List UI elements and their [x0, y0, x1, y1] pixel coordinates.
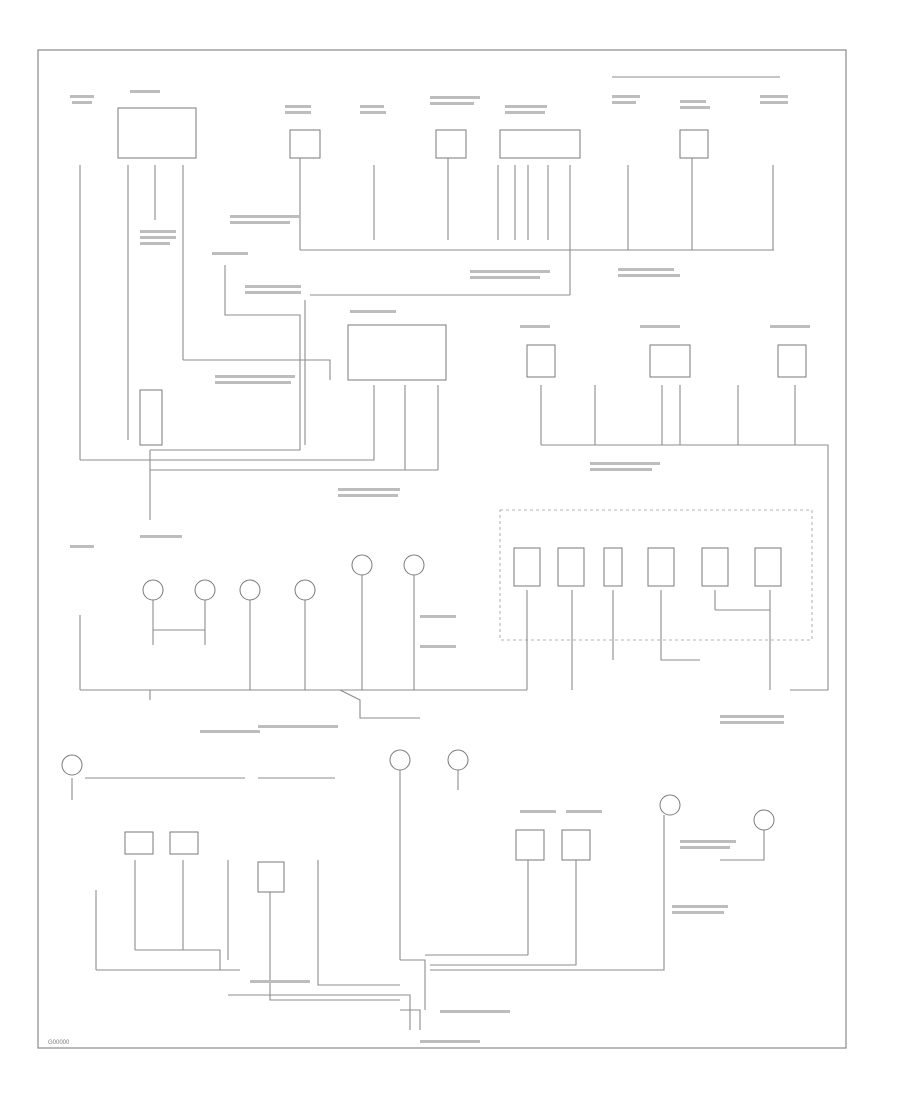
component-module-center: [347, 324, 447, 381]
second-block: [80, 265, 447, 520]
component-box-r3: [777, 344, 807, 378]
lamp-5: [351, 554, 373, 576]
top-component-row: [117, 76, 780, 159]
component-box-2: [289, 129, 321, 159]
lamp-b2: [389, 749, 411, 771]
lamp-3: [239, 579, 261, 601]
component-module-4: [499, 129, 581, 159]
relay-3: [603, 547, 623, 587]
heater-1: [124, 831, 154, 855]
lamp-b4: [659, 794, 681, 816]
lamp-1: [142, 579, 164, 601]
bottom-section: [61, 749, 775, 1030]
lamp-b3: [447, 749, 469, 771]
module-b3: [561, 829, 591, 861]
component-instrument-cluster: [117, 107, 197, 159]
middle-row: [79, 509, 813, 719]
illegible-label-marks: [70, 90, 810, 1043]
component-box-3: [435, 129, 467, 159]
relay-box-frame: [499, 509, 813, 641]
page-code-label: G00000: [48, 1040, 70, 1046]
module-b1: [257, 861, 285, 893]
right-switch-block: [526, 344, 829, 691]
lamp-6: [403, 554, 425, 576]
lamp-2: [194, 579, 216, 601]
component-box-5: [679, 129, 709, 159]
lamp-4: [294, 579, 316, 601]
relay-1: [513, 547, 541, 587]
component-box-inline: [139, 389, 163, 446]
lamp-b5: [753, 809, 775, 831]
module-b2: [515, 829, 545, 861]
component-box-r1: [526, 344, 556, 378]
diagram-frame: [37, 49, 847, 1049]
relay-4: [647, 547, 675, 587]
relay-6: [754, 547, 782, 587]
lamp-b1: [61, 754, 83, 776]
heater-2: [169, 831, 199, 855]
component-box-r2: [649, 344, 691, 378]
relay-2: [557, 547, 585, 587]
top-row-wires: [79, 158, 774, 460]
relay-5: [701, 547, 729, 587]
